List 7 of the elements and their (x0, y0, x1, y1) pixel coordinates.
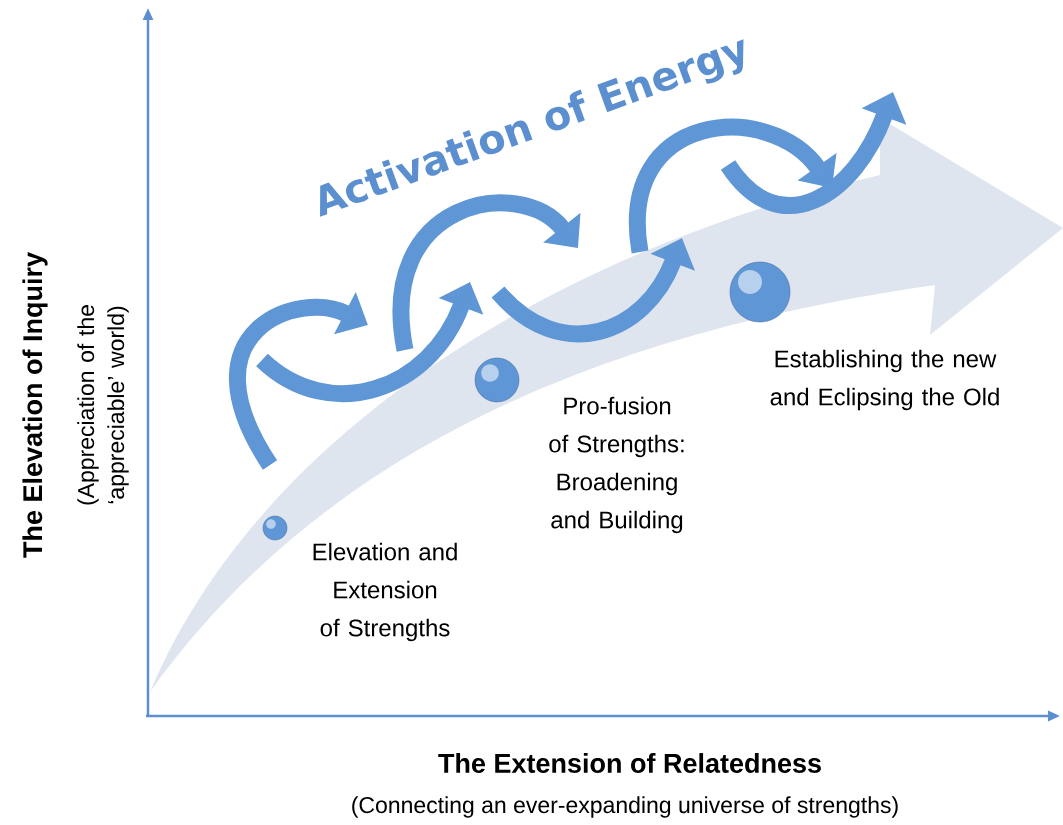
stage-label: Elevation and Extension of Strengths (313, 542, 457, 642)
axis-title: The Elevation of Inquiry (22, 252, 48, 558)
axis-subtitle: (Connecting an ever-expanding universe of strengths) (352, 796, 898, 818)
stage-label: Establishing the new and Eclipsing the Old (770, 349, 999, 411)
axis-subtitle: (Appreciation of the ‘appreciable’ world) (77, 305, 129, 505)
stage-label: Pro-fusion of Strengths: Broadening and Building (549, 396, 684, 534)
axis-title: The Extension of Relatedness (438, 753, 821, 773)
